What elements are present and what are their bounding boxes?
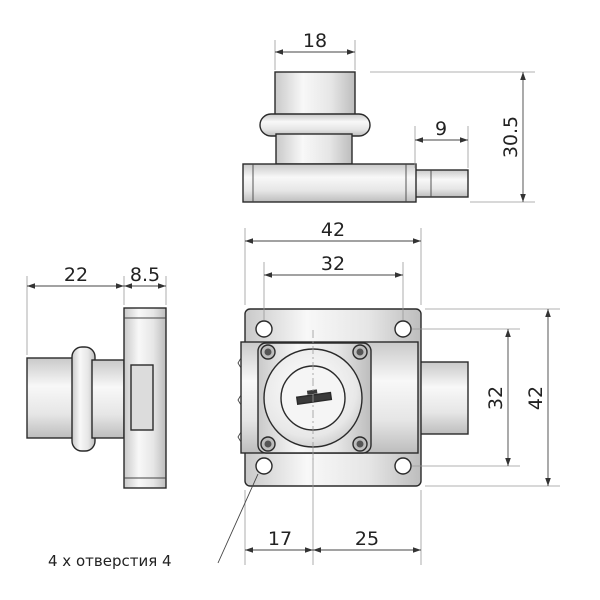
dim-label-17: 17 [268, 528, 292, 550]
mount-hole-tl [255, 320, 273, 338]
side-neck [91, 359, 125, 439]
top-body [242, 163, 417, 203]
keyhole [295, 391, 333, 405]
dim-label-18: 18 [303, 30, 327, 52]
dim-label-32-h: 32 [321, 253, 345, 275]
dim-label-8-5: 8.5 [130, 264, 160, 286]
dim-label-22: 22 [64, 264, 88, 286]
dim-label-25: 25 [355, 528, 379, 550]
mount-hole-br [394, 457, 412, 475]
front-view [237, 308, 469, 487]
dimension-labels: 18 30.5 9 42 32 32 42 22 8.5 17 25 4 x о… [48, 30, 547, 570]
housing-screws [260, 344, 368, 452]
mount-hole-bl [255, 457, 273, 475]
dim-label-32-v: 32 [485, 386, 507, 410]
dim-label-9: 9 [435, 118, 447, 140]
top-collar [259, 113, 371, 137]
top-neck [275, 133, 353, 165]
holes-note: 4 x отверстия 4 [48, 552, 172, 570]
note-leader [217, 473, 259, 564]
dim-label-30-5: 30.5 [500, 116, 522, 158]
mount-hole-tr [394, 320, 412, 338]
dimension-lines [27, 49, 551, 564]
dim-label-42-h: 42 [321, 219, 345, 241]
side-window [130, 364, 154, 431]
dim-label-42-v: 42 [525, 386, 547, 410]
top-bolt [414, 169, 469, 198]
side-view [26, 307, 167, 489]
top-view [242, 71, 469, 203]
